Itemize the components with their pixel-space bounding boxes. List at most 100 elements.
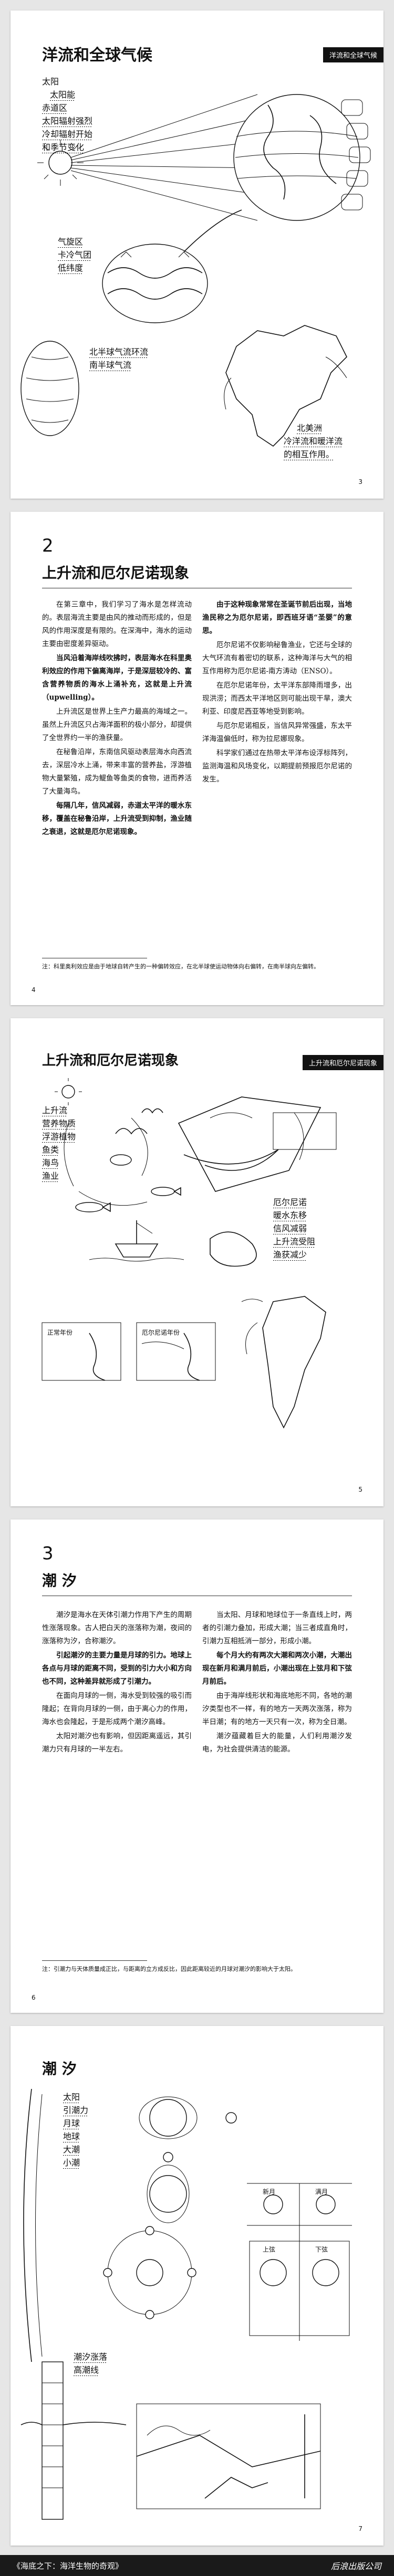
tides-illustration — [20, 2088, 352, 2520]
body-column-left: 潮汐是海水在天体引潮力作用下产生的周期性涨落现象。古人把白天的涨落称为潮，夜间的… — [42, 1609, 192, 1757]
label-full-moon: 满月 — [315, 2188, 328, 2195]
label-cyclone-zone: 气旋区 — [58, 236, 84, 248]
paragraph: 当风沿着海岸线吹拂时，表层海水在科里奥利效应的作用下偏离海岸，于是深层较冷的、富… — [42, 654, 192, 702]
sun-icon — [23, 2088, 43, 2362]
label-spring-tide: 大潮 — [63, 2144, 80, 2156]
paragraph: 厄尔尼诺不仅影响秘鲁渔业，它还与全球的大气环流有着密切的联系，这种海洋与大气的相… — [202, 641, 352, 675]
paragraph: 太阳对潮汐也有影响，但因距离遥远，其引潮力只有月球的一半左右。 — [42, 1732, 192, 1754]
label-seasonal-change: 和季节变化 — [42, 142, 85, 153]
earth-globe — [233, 94, 360, 221]
label-nh-circulation: 北半球气流环流 — [89, 346, 149, 358]
south-america-map — [241, 1296, 326, 1429]
label-earth: 地球 — [63, 2131, 80, 2142]
page-2: 2 上升流和厄尔尼诺现象 在第三章中，我们学习了海水是怎样流动的。表层海流主要是… — [11, 512, 383, 1005]
page-number: 3 — [358, 478, 362, 485]
lunar-orbit — [103, 2226, 196, 2319]
publisher-logo: 后浪出版公司 — [330, 2561, 381, 2571]
label-radiation-strong: 太阳辐射强烈 — [42, 115, 93, 127]
paragraph: 在第三章中，我们学习了海水是怎样流动的。表层海流主要是由风的推动而形成的，但是风… — [42, 600, 192, 648]
paragraph: 在厄尔尼诺年份，太平洋东部降雨增多，出现洪涝；而西太平洋地区则可能出现干旱，澳大… — [202, 681, 352, 716]
north-america-map — [224, 325, 347, 447]
el-nino-year-map — [136, 1322, 216, 1381]
upwelling-cross-section — [178, 1096, 337, 1192]
page-number: 6 — [32, 1994, 36, 2001]
paragraph: 引起潮汐的主要力量是月球的引力。地球上各点与月球的距离不同，受到的引力大小和方向… — [42, 1651, 192, 1686]
label-sun: 太阳 — [63, 2092, 80, 2103]
page-title: 上升流和厄尔尼诺现象 — [42, 1053, 179, 1069]
paragraph: 潮汐是海水在天体引潮力作用下产生的周期性涨落现象。古人把白天的涨落称为潮，夜间的… — [42, 1611, 192, 1645]
page-title: 潮 汐 — [42, 2060, 77, 2077]
label-el-nino: 厄尔尼诺 — [273, 1197, 307, 1208]
footer-book-title: 《海底之下：海洋生物的奇观》 — [13, 2561, 123, 2571]
body-column-right: 当太阳、月球和地球位于一条直线上时，两者的引潮力叠加，形成大潮；当三者成直角时，… — [202, 1609, 352, 1757]
sea-lion-icon — [210, 1231, 257, 1267]
wind-belt-globe — [20, 341, 79, 436]
label-new-moon: 新月 — [263, 2188, 276, 2195]
fishing-boat-icon — [89, 1220, 184, 1262]
label-tidal-rise-fall: 潮汐涨落 — [74, 2351, 108, 2363]
chapter-number: 2 — [42, 535, 54, 556]
paragraph: 由于这种现象常常在圣诞节前后出现，当地渔民称之为厄尔尼诺，即西班牙语“圣婴”的意… — [202, 600, 352, 635]
label-first-quarter: 上弦 — [263, 2246, 276, 2253]
label-seabirds: 海鸟 — [42, 1157, 59, 1169]
label-normal-year: 正常年份 — [47, 1329, 73, 1336]
earth-moon-spring-tide — [139, 2096, 237, 2139]
label-ocean-currents: 冷洋流和暖洋流 — [284, 436, 343, 447]
paragraph: 由于海岸线形状和海底地形不同，各地的潮汐类型也不一样，有的地方一天两次涨落，称为… — [202, 1692, 352, 1726]
label-nutrients: 营养物质 — [42, 1118, 76, 1129]
moon-phase-panels — [247, 2183, 352, 2341]
page-number: 5 — [358, 1486, 362, 1493]
label-el-nino-year: 厄尔尼诺年份 — [142, 1329, 180, 1336]
climate-illustration — [20, 94, 371, 447]
paragraph: 每个月大约有两次大潮和两次小潮，大潮出现在新月和满月前后，小潮出现在上弦月和下弦… — [202, 1651, 352, 1686]
header-tab: 洋流和全球气候 — [323, 47, 383, 62]
paragraph: 在面向月球的一侧，海水受到较强的吸引而隆起；在背向月球的一侧，由于离心力的作用，… — [42, 1692, 192, 1726]
label-fish: 鱼类 — [42, 1144, 59, 1156]
page-4: 3 潮 汐 潮汐是海水在天体引潮力作用下产生的周期性涨落现象。古人把白天的涨落称… — [11, 1519, 383, 2013]
paragraph: 与厄尔尼诺相反，当信风异常强盛，东太平洋海温偏低时，称为拉尼娜现象。 — [202, 722, 352, 743]
earth-moon-neap-tide — [147, 2152, 190, 2223]
food-chain-cycle — [64, 1117, 148, 1206]
label-upwelling-blocked: 上升流受阻 — [273, 1236, 316, 1248]
chapter-title: 上升流和厄尔尼诺现象 — [42, 564, 190, 582]
paragraph: 科学家们通过在热带太平洋布设浮标阵列，监测海温和风场变化，以期提前预报厄尔尼诺的… — [202, 749, 352, 784]
body-column-right: 由于这种现象常常在圣诞节前后出现，当地渔民称之为厄尔尼诺，即西班牙语“圣婴”的意… — [202, 598, 352, 787]
paragraph: 在秘鲁沿岸，东南信风驱动表层海水向西流去，深层冷水上涌，带来丰富的营养盐，浮游植… — [42, 748, 192, 796]
chapter-number: 3 — [42, 1543, 54, 1564]
label-high-water-line: 高潮线 — [74, 2364, 99, 2376]
label-catch-decline: 渔获减少 — [273, 1249, 307, 1261]
label-warm-water: 暖水东移 — [273, 1210, 307, 1221]
label-neap-tide: 小潮 — [63, 2157, 80, 2169]
label-tidal-force: 引潮力 — [63, 2105, 89, 2116]
page-5: 潮 汐 — [11, 2026, 383, 2546]
label-solar-energy: 太阳能 — [50, 89, 76, 101]
label-cold-air: 卡冷气团 — [58, 249, 92, 261]
paragraph: 潮汐蕴藏着巨大的能量，人们利用潮汐发电，为社会提供清洁的能源。 — [202, 1732, 352, 1754]
page-1: 洋流和全球气候 洋流和全球气候 — [11, 10, 383, 499]
footnote: 注：科里奥利效应是由于地球自转产生的一种偏转效应，在北半球使运动物体向右偏转，在… — [42, 963, 319, 970]
footer-bar: 《海底之下：海洋生物的奇观》 后浪出版公司 — [0, 2555, 394, 2576]
cloud-cells — [341, 99, 371, 210]
label-equator: 赤道区 — [42, 102, 68, 114]
page-title: 洋流和全球气候 — [42, 46, 152, 65]
sun-rays — [70, 94, 258, 221]
atmosphere-circulation-globe — [102, 244, 208, 323]
tide-pole-illustration — [20, 2361, 127, 2520]
header-tab: 上升流和厄尔尼诺现象 — [302, 1055, 383, 1070]
label-sun: 太阳 — [42, 77, 59, 87]
label-low-latitude: 低纬度 — [58, 262, 84, 274]
fish-icon — [75, 1187, 181, 1212]
label-interaction: 的相互作用。 — [284, 449, 335, 460]
label-trade-wind: 信风减弱 — [273, 1223, 307, 1234]
label-fishery: 渔业 — [42, 1170, 59, 1182]
page-number: 7 — [358, 2525, 362, 2532]
label-north-america: 北美洲 — [297, 423, 323, 434]
chapter-title: 潮 汐 — [42, 1572, 77, 1589]
label-upwelling: 上升流 — [42, 1105, 68, 1116]
normal-year-map — [42, 1322, 121, 1381]
seabird-icon — [110, 1108, 163, 1166]
paragraph: 上升流区是世界上生产力最高的海域之一。虽然上升流区只占海洋面积的极小部分，却提供… — [42, 708, 192, 742]
label-last-quarter: 下弦 — [315, 2246, 328, 2253]
paragraph: 当太阳、月球和地球位于一条直线上时，两者的引潮力叠加，形成大潮；当三者成直角时，… — [202, 1611, 352, 1645]
footnote-rule — [42, 1960, 147, 1961]
